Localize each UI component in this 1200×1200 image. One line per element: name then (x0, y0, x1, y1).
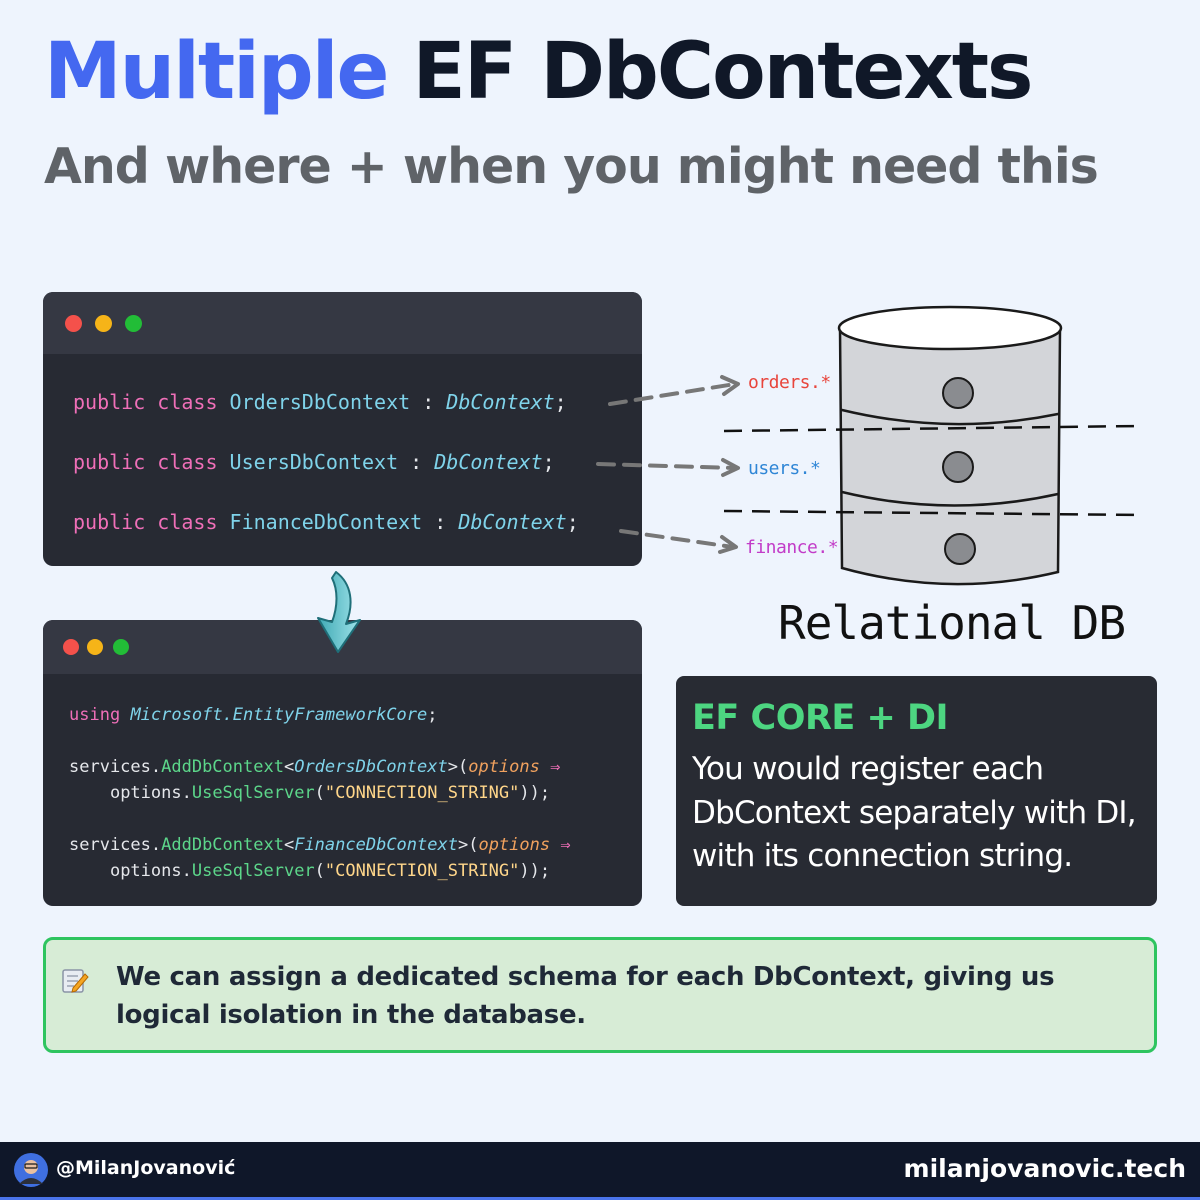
database-cylinder-icon (837, 305, 1063, 586)
info-box: EF CORE + DI You would register each DbC… (676, 676, 1157, 906)
info-heading: EF CORE + DI (692, 698, 949, 738)
window-titlebar (43, 292, 642, 354)
minimize-dot-icon (95, 315, 112, 332)
author-handle: @MilanJovanović (56, 1157, 236, 1179)
separator-line (723, 509, 1143, 517)
separator-line (723, 424, 1143, 433)
website-link[interactable]: milanjovanovic.tech (903, 1154, 1186, 1183)
minimize-dot-icon (87, 639, 103, 655)
database-label: Relational DB (778, 596, 1126, 650)
memo-icon (62, 969, 89, 993)
close-dot-icon (63, 639, 79, 655)
arrow-head-users (721, 458, 740, 477)
page-title: Multiple EF DbContexts (44, 27, 1034, 117)
info-text: You would register each DbContext separa… (692, 751, 1137, 874)
title-highlight: Multiple (44, 27, 389, 117)
arrow-head-finance (718, 535, 738, 554)
page-subtitle: And where + when you might need this (44, 138, 1099, 195)
code-block-registration: using Microsoft.EntityFrameworkCore; ser… (69, 705, 571, 881)
mapping-arrows (596, 375, 740, 554)
down-arrow-icon (317, 571, 361, 653)
code-window-contexts: public class OrdersDbContext : DbContext… (43, 292, 642, 566)
schema-label-users: users.* (748, 458, 821, 479)
code-line-finance: public class FinanceDbContext : DbContex… (73, 510, 579, 534)
code-line-orders: public class OrdersDbContext : DbContext… (73, 390, 567, 414)
arrow-orders (608, 382, 737, 406)
maximize-dot-icon (113, 639, 129, 655)
note-text: We can assign a dedicated schema for eac… (116, 962, 1055, 1030)
close-dot-icon (65, 315, 82, 332)
code-line-users: public class UsersDbContext : DbContext; (73, 450, 555, 474)
avatar (14, 1153, 48, 1187)
arrow-finance (619, 529, 735, 549)
code-block-contexts: public class OrdersDbContext : DbContext… (73, 372, 579, 552)
title-main: EF DbContexts (412, 27, 1034, 117)
arrow-head-orders (720, 375, 740, 396)
maximize-dot-icon (125, 315, 142, 332)
schema-separators (723, 424, 1143, 517)
note-callout: We can assign a dedicated schema for eac… (43, 937, 1157, 1053)
arrow-users (596, 462, 737, 470)
schema-label-orders: orders.* (748, 372, 831, 393)
footer-bar: @MilanJovanović milanjovanovic.tech (0, 1142, 1200, 1200)
schema-label-finance: finance.* (745, 537, 839, 558)
